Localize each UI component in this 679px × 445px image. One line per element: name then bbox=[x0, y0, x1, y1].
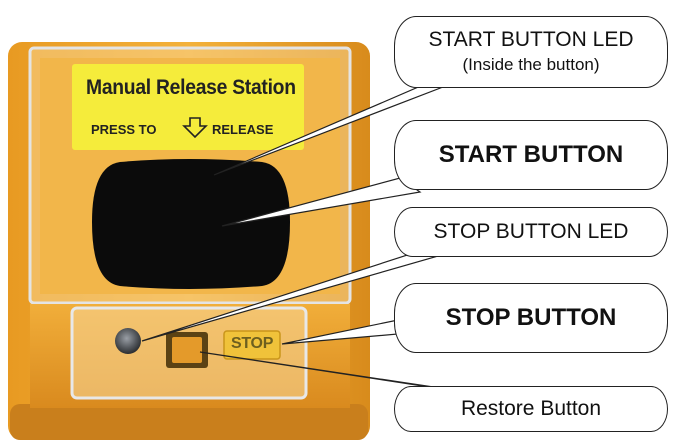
restore-button-face bbox=[172, 337, 202, 363]
start-button[interactable] bbox=[92, 159, 290, 289]
callout-start-button: START BUTTON bbox=[394, 120, 668, 190]
callout-start-led-title: START BUTTON LED bbox=[428, 28, 634, 51]
stop-button[interactable] bbox=[223, 330, 281, 360]
housing-bottom-edge bbox=[10, 404, 368, 440]
sign-press-text: PRESS TO bbox=[91, 122, 157, 137]
callout-stop-button-label: STOP BUTTON bbox=[445, 304, 617, 331]
release-sign bbox=[72, 64, 304, 150]
callout-restore-button: Restore Button bbox=[394, 386, 668, 432]
callout-start-button-label: START BUTTON bbox=[438, 141, 624, 168]
stop-button-led bbox=[115, 328, 141, 354]
sign-title: Manual Release Station bbox=[86, 76, 296, 99]
callout-stop-button: STOP BUTTON bbox=[394, 283, 668, 353]
callout-stop-button-led: STOP BUTTON LED bbox=[394, 207, 668, 257]
sign-release-text: RELEASE bbox=[212, 122, 274, 137]
callout-start-led-note: (Inside the button) bbox=[462, 55, 600, 74]
callout-restore-button-label: Restore Button bbox=[460, 397, 602, 420]
down-arrow-icon bbox=[182, 117, 208, 139]
callout-start-button-led: START BUTTON LED (Inside the button) bbox=[394, 16, 668, 88]
stop-button-label: STOP bbox=[231, 335, 274, 352]
callout-stop-led-label: STOP BUTTON LED bbox=[433, 220, 629, 243]
